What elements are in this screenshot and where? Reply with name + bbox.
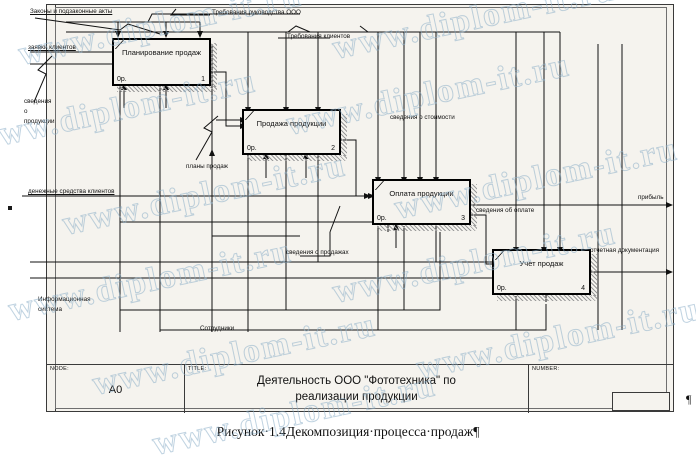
title-block-node-cell: NODE: A0: [47, 365, 185, 413]
title-block-number-cell: NUMBER:: [529, 365, 673, 413]
arrow-label-cost-info: сведения о стоимости: [390, 114, 455, 121]
activity-box-prodazha-produkcii[interactable]: Продажа продукции 0р. 2: [235, 109, 341, 155]
arrow-label-profit: прибыль: [638, 194, 664, 201]
page-bullet-marker: [8, 206, 12, 210]
node-value: A0: [108, 384, 123, 396]
arrow-label-payment-info: сведения об оплате: [476, 207, 535, 214]
activity-box-planirovanie-prodazh[interactable]: Планирование продаж 0р. 1: [105, 38, 211, 86]
arrow-label-report-docs: отчетная документация: [590, 247, 660, 254]
arrow-label-employees: Сотрудники: [200, 325, 235, 332]
activity-number-4: 4: [581, 285, 585, 292]
title-value: Деятельность ООО "Фототехника" по реализ…: [185, 373, 528, 405]
arrow-label-product-info-line2: о: [24, 108, 28, 115]
activity-number-2: 2: [331, 145, 335, 152]
arrow-label-client-orders: заявки клиентов: [28, 44, 76, 51]
activity-title-3: Оплата продукции: [389, 189, 454, 198]
box-3-shadow-bottom: [377, 225, 477, 231]
arrow-label-info-system-line2: система: [38, 306, 62, 313]
arrow-label-laws: Законы и подзаконные акты: [30, 8, 113, 15]
arrow-label-sales-info: сведения о продажах: [286, 249, 349, 256]
figure-caption: Рисунок·1.4Декомпозиция·процесса·продаж¶: [216, 424, 480, 439]
title-value-line1: Деятельность ООО "Фототехника" по: [257, 375, 456, 387]
box-2-shadow-bottom: [247, 155, 347, 161]
activity-cost-1: 0р.: [117, 76, 127, 83]
activity-cost-3: 0р.: [377, 215, 387, 222]
title-block-title-cell: TITLE: Деятельность ООО "Фототехника" по…: [185, 365, 529, 413]
box-3-shadow-right: [471, 184, 477, 226]
paragraph-mark-right: ¶: [686, 392, 692, 406]
arrow-label-client-money: денежные средства клиентов: [28, 188, 115, 195]
box-4-shadow-right: [591, 254, 597, 296]
activity-box-oplata-produkcii[interactable]: Оплата продукции 0р. 3: [365, 179, 471, 225]
box-1-shadow-right: [211, 43, 217, 87]
box-2-shadow-right: [341, 114, 347, 156]
node-caption: NODE:: [50, 366, 69, 372]
box-1-shadow-bottom: [117, 86, 217, 92]
arrow-label-product-info-line1: сведения: [24, 98, 52, 105]
activity-cost-2: 0р.: [247, 145, 257, 152]
number-value-box[interactable]: [612, 392, 670, 411]
title-caption: TITLE:: [188, 366, 207, 372]
title-block: NODE: A0 TITLE: Деятельность ООО "Фототе…: [46, 364, 674, 413]
arrow-label-mgmt-requirements: Требования руководства ООО: [212, 9, 301, 16]
number-caption: NUMBER:: [532, 366, 560, 372]
activity-cost-4: 0р.: [497, 285, 507, 292]
activity-number-3: 3: [461, 215, 465, 222]
activity-title-4: Учет продаж: [519, 259, 564, 268]
title-value-line2: реализации продукции: [295, 391, 418, 403]
activity-title-1: Планирование продаж: [121, 48, 202, 57]
activity-number-1: 1: [201, 76, 205, 83]
arrow-label-product-info-line3: продукции: [24, 118, 55, 125]
box-4-shadow-bottom: [497, 295, 597, 301]
arrow-label-sales-plans: планы продаж: [186, 163, 229, 170]
arrow-label-info-system-line1: Информационная: [38, 296, 91, 303]
activity-box-uchet-prodazh[interactable]: Учет продаж 0р. 4: [485, 249, 591, 295]
activity-title-2: Продажа продукции: [256, 119, 327, 128]
arrow-label-client-requirements: Требования клиентов: [287, 33, 351, 40]
